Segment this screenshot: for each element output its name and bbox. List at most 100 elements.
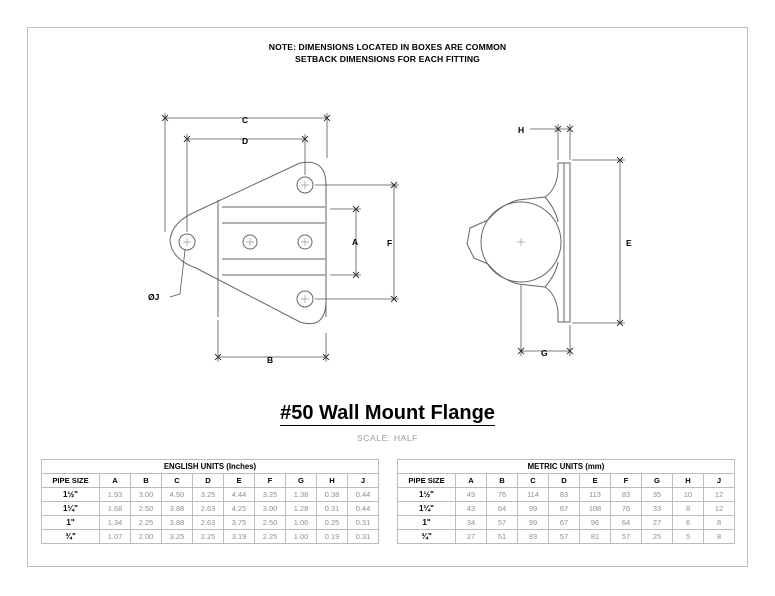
pipe-size-cell: 1" (41, 515, 100, 530)
table-cell: 1.93 (99, 487, 131, 502)
table-cell: 99 (517, 515, 549, 530)
table-cell: 4.25 (223, 501, 255, 516)
table-cell: 1.38 (285, 487, 317, 502)
pipe-size-cell: 1¼" (397, 501, 456, 516)
metric-header-cell: A (455, 473, 487, 488)
table-cell: 2.25 (130, 515, 162, 530)
dim-label-c: C (242, 115, 248, 125)
table-cell: 0.44 (347, 487, 379, 502)
english-header-cell: PIPE SIZE (41, 473, 100, 488)
dim-label-a: A (352, 237, 358, 247)
table-cell: 1.28 (285, 501, 317, 516)
ridge-lower (222, 258, 325, 276)
dim-label-g: G (541, 348, 548, 358)
table-cell: 113 (579, 487, 611, 502)
table-cell: 1.07 (99, 529, 131, 544)
table-cell: 3.25 (161, 529, 193, 544)
table-cell: 2.50 (254, 515, 286, 530)
ridge-upper (222, 206, 325, 224)
dimension-note: NOTE: DIMENSIONS LOCATED IN BOXES ARE CO… (200, 41, 575, 65)
pipe-size-cell: ¾" (41, 529, 100, 544)
table-cell: 76 (610, 501, 642, 516)
table-cell: 43 (455, 501, 487, 516)
table-cell: 96 (579, 515, 611, 530)
collar-upper (544, 196, 559, 223)
drawing-title: #50 Wall Mount Flange (200, 402, 575, 426)
english-header-cell: D (192, 473, 224, 488)
table-cell: 6 (672, 515, 704, 530)
table-cell: 2.00 (130, 529, 162, 544)
table-cell: 3.00 (254, 501, 286, 516)
mount-hole-left (178, 233, 196, 251)
table-cell: 0.25 (316, 515, 348, 530)
english-header-cell: B (130, 473, 162, 488)
table-cell: 83 (548, 487, 580, 502)
pipe-size-cell: 1½" (397, 487, 456, 502)
table-cell: 0.31 (347, 529, 379, 544)
english-table-title: ENGLISH UNITS (Inches) (41, 459, 379, 473)
collar-lower (544, 261, 559, 288)
metric-header-cell: PIPE SIZE (397, 473, 456, 488)
table-cell: 83 (517, 529, 549, 544)
table-cell: 35 (641, 487, 673, 502)
metric-header-cell: G (641, 473, 673, 488)
table-cell: 1.06 (285, 515, 317, 530)
table-cell: 57 (548, 529, 580, 544)
table-cell: 3.25 (192, 487, 224, 502)
table-cell: 8 (703, 529, 735, 544)
table-cell: 0.38 (316, 487, 348, 502)
note-line-2: SETBACK DIMENSIONS FOR EACH FITTING (295, 54, 480, 64)
dim-label-e: E (626, 238, 632, 248)
mount-hole-top (296, 176, 314, 194)
metric-table-title: METRIC UNITS (mm) (397, 459, 735, 473)
table-cell: 12 (703, 487, 735, 502)
table-cell: 64 (486, 501, 518, 516)
sheet-border (27, 27, 748, 567)
flange-front-outline (169, 161, 327, 325)
table-cell: 64 (610, 515, 642, 530)
dim-label-f: F (387, 238, 392, 248)
dim-label-j: ØJ (148, 292, 160, 302)
dim-label-b: B (267, 355, 273, 365)
set-screw-right (297, 234, 313, 250)
table-cell: 57 (610, 529, 642, 544)
table-cell: 67 (548, 515, 580, 530)
table-cell: 51 (486, 529, 518, 544)
table-cell: 2.25 (192, 529, 224, 544)
table-cell: 12 (703, 501, 735, 516)
side-body-outline (487, 162, 571, 323)
drawing-scale: SCALE: HALF (357, 433, 418, 443)
pipe-size-cell: 1¼" (41, 501, 100, 516)
pipe-size-cell: 1½" (41, 487, 100, 502)
table-cell: 3.25 (254, 487, 286, 502)
table-cell: 1.68 (99, 501, 131, 516)
table-cell: 27 (641, 515, 673, 530)
table-cell: 81 (579, 529, 611, 544)
table-cell: 27 (455, 529, 487, 544)
english-header-cell: H (316, 473, 348, 488)
dim-label-d: D (242, 136, 248, 146)
table-cell: 5 (672, 529, 704, 544)
metric-header-cell: H (672, 473, 704, 488)
drawing-title-text: #50 Wall Mount Flange (280, 402, 495, 426)
table-cell: 0.44 (347, 501, 379, 516)
table-cell: 2.25 (254, 529, 286, 544)
mount-hole-bottom (296, 290, 314, 308)
table-cell: 3.88 (161, 515, 193, 530)
table-cell: 83 (610, 487, 642, 502)
metric-header-cell: D (548, 473, 580, 488)
metric-header-cell: B (486, 473, 518, 488)
table-cell: 2.63 (192, 501, 224, 516)
